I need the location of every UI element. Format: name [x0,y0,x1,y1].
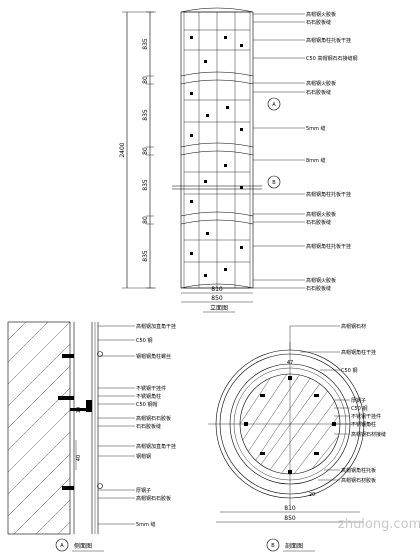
side-callout: 高帽钢石石胶板 [136,495,171,502]
plan-section-view: 47 20 810 850 B 剖面图 高帽钢石材 高帽钢角柱干挂 C50 钢 … [208,323,386,552]
segment-3-label: 835 [142,109,149,121]
segment-dim-ticks [146,11,154,289]
elevation-callout: 高帽钢角柱托板干挂 [306,191,351,198]
section-marker-b[interactable] [267,175,281,189]
segment-6-label: 80 [142,216,149,224]
elevation-callout: 高帽钢角柱托板干挂 [306,243,351,250]
plan-ring-label: 47 [287,360,293,366]
width-outer-label: 850 [211,295,223,302]
plan-callout: 高帽钢石材接缝 [351,431,386,438]
side-callout: 厚钢子 [136,487,151,494]
elevation-callout: 石石胶板缝 [306,19,331,26]
side-section-mark: A [60,543,64,549]
side-callout: 5mm 缝 [136,521,156,528]
elevation-callout: 高帽钢火胶板 [306,211,336,218]
elevation-callout: 高帽钢火胶板 [306,11,336,18]
side-callout: C50 钢帽 [136,401,157,408]
side-section-marker[interactable] [55,538,69,552]
elevation-callout: 石石胶板缝 [306,285,331,292]
elevation-title: 立面图 [210,304,228,312]
segment-5-label: 835 [142,179,149,191]
plan-dim-outer: 850 [284,515,296,522]
side-dim-10: 10 [76,407,82,413]
side-callout: C50 钢 [136,337,152,344]
width-inner-label: 810 [211,286,223,293]
elevation-callout: 5mm 缝 [306,125,326,132]
total-height-label: 2400 [119,142,126,157]
elevation-callout: 高帽钢火胶板 [306,277,336,284]
plan-callout: C50 钢 [341,367,357,374]
section-marker-a-label: A [272,102,276,108]
plan-callout: C50 钢 [351,405,367,412]
plan-ring-dim: 20 [309,492,315,498]
elevation-callout: 石石胶板缝 [306,89,331,96]
side-callout: 石石胶板缝 [136,423,161,430]
elevation-callouts: 高帽钢火胶板 石石胶板缝 高帽钢角柱托板干挂 C50 高帽钢石石接缝钢 高帽钢火… [253,11,357,292]
side-callout: 钢帽钢角柱螺丝 [136,353,171,360]
plan-callout: 高帽钢石材胶板 [341,477,376,484]
side-callout: 不锈钢干挂件 [136,385,166,392]
plan-dim-inner: 810 [284,505,296,512]
side-section-view: 40 10 A 侧面图 高帽钢加直角干挂 C50 钢 钢帽钢角柱螺丝 不锈钢干挂… [7,321,176,552]
side-section-title: 侧面图 [74,542,92,550]
plan-callout: 厚钢子 [351,397,366,404]
section-marker-a[interactable] [267,97,281,111]
elevation-callout: C50 高帽钢石石接缝钢 [306,55,357,62]
plan-callout: 高帽钢角柱干挂 [341,349,376,356]
plan-callout: 不锈钢干挂件 [351,413,381,420]
section-marker-b-label: B [272,180,276,186]
elevation-callout: 石石胶板缝 [306,219,331,226]
watermark: zhulong.com [338,517,420,532]
plan-callout: 高帽钢角柱托板 [341,467,376,474]
segment-1-label: 835 [142,38,149,50]
side-callout: 高帽钢加直角干挂 [136,443,176,450]
side-callout: 高帽钢加直角干挂 [136,323,176,330]
elevation-view: 2400 835 80 835 80 835 80 835 [119,7,357,313]
elevation-callout: 8mm 缝 [306,157,326,164]
plan-section-mark: B [271,543,275,549]
column-body [172,7,262,289]
elevation-callout: 高帽钢火胶板 [306,80,336,87]
side-dim-40: 40 [76,455,82,461]
segment-4-label: 80 [142,147,149,155]
plan-callout: 不锈钢角柱 [351,421,376,428]
segment-7-label: 835 [142,250,149,262]
elevation-callout: 高帽钢角柱托板干挂 [306,37,351,44]
segment-2-label: 80 [142,76,149,84]
side-callout: 不锈钢角柱 [136,393,161,400]
side-section-callouts: 高帽钢加直角干挂 C50 钢 钢帽钢角柱螺丝 不锈钢干挂件 不锈钢角柱 C50 … [98,323,176,528]
plan-section-title: 剖面图 [285,542,303,550]
side-callout: 钢帽钢 [136,453,151,460]
side-callout: 高帽钢石石胶板 [136,415,171,422]
plan-callout: 高帽钢石材 [341,323,366,330]
plan-section-callouts: 高帽钢石材 高帽钢角柱干挂 C50 钢 厚钢子 C50 钢 不锈钢干挂件 不锈钢… [289,323,386,484]
plan-section-marker[interactable] [266,538,280,552]
